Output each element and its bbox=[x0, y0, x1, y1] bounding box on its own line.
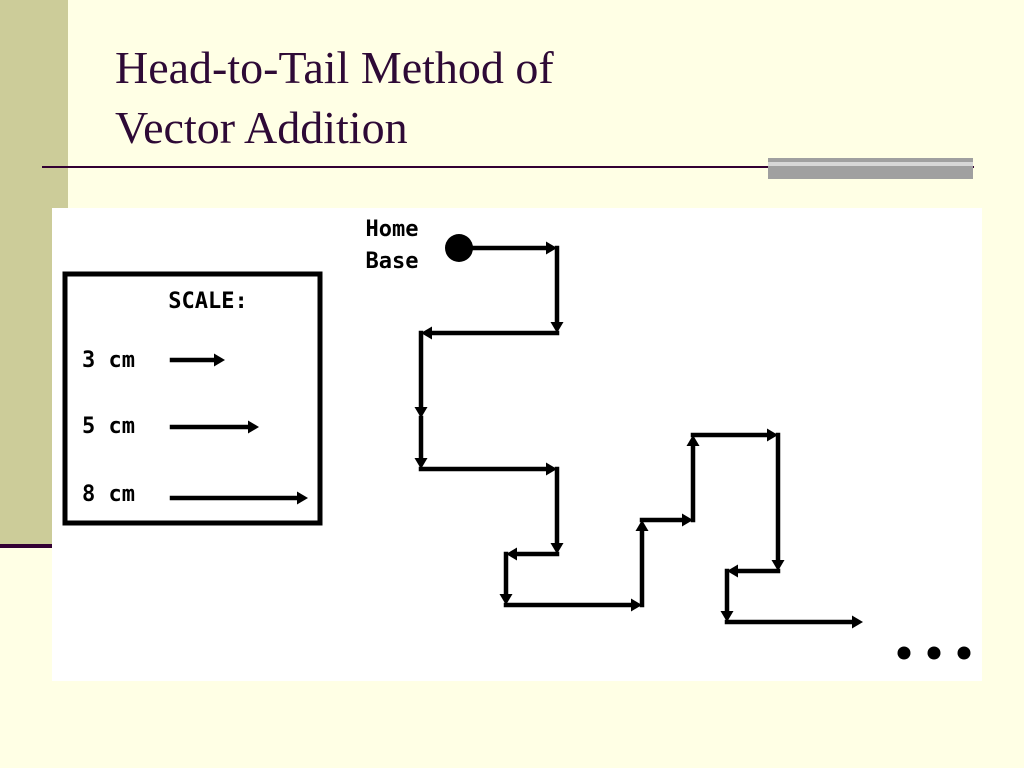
path-vector-4 bbox=[414, 330, 428, 418]
scale-label-8cm: 8 cm bbox=[82, 482, 135, 507]
vector-path bbox=[414, 241, 863, 629]
path-vector-13 bbox=[686, 435, 700, 523]
home-base-label-line-2: Base bbox=[366, 249, 419, 274]
vector-diagram: SCALE: 3 cm 5 cm 8 cm Home Base bbox=[52, 208, 982, 681]
scale-box bbox=[62, 271, 323, 526]
scale-title: SCALE: bbox=[168, 289, 247, 314]
path-vector-6 bbox=[418, 462, 557, 476]
vector-diagram-canvas: SCALE: 3 cm 5 cm 8 cm Home Base bbox=[62, 217, 971, 660]
home-base-marker bbox=[445, 234, 473, 262]
scale-label-3cm: 3 cm bbox=[82, 348, 135, 373]
scale-arrows bbox=[169, 353, 308, 505]
path-vector-17 bbox=[720, 568, 734, 622]
slide-title: Head-to-Tail Method of Vector Addition bbox=[115, 38, 554, 158]
scale-arrow-3cm bbox=[169, 353, 225, 367]
path-vector-8 bbox=[506, 547, 560, 561]
path-vector-14 bbox=[690, 428, 778, 442]
continuation-dots bbox=[897, 646, 971, 660]
path-vector-11 bbox=[635, 520, 649, 608]
path-vector-15 bbox=[771, 432, 785, 571]
path-vector-12 bbox=[639, 513, 693, 527]
path-vector-3 bbox=[421, 326, 560, 340]
path-vector-7 bbox=[550, 466, 564, 554]
continuation-dot bbox=[957, 646, 971, 660]
path-vector-10 bbox=[503, 598, 642, 612]
path-vector-1 bbox=[469, 241, 557, 255]
left-accent-rule bbox=[0, 544, 52, 548]
path-vector-16 bbox=[727, 564, 781, 578]
slide-title-line-2: Vector Addition bbox=[115, 102, 408, 153]
path-vector-5 bbox=[414, 415, 428, 469]
slide-title-line-1: Head-to-Tail Method of bbox=[115, 42, 554, 93]
scale-arrow-5cm bbox=[169, 420, 259, 434]
scale-arrow-8cm bbox=[169, 491, 308, 505]
path-vector-9 bbox=[499, 551, 513, 605]
home-base-label-line-1: Home bbox=[366, 217, 419, 242]
path-vector-2 bbox=[550, 245, 564, 333]
title-divider bbox=[42, 166, 974, 168]
path-vector-18 bbox=[724, 615, 863, 629]
continuation-dot bbox=[897, 646, 911, 660]
scale-label-5cm: 5 cm bbox=[82, 414, 135, 439]
title-accent-bar bbox=[768, 158, 973, 179]
continuation-dot bbox=[927, 646, 941, 660]
